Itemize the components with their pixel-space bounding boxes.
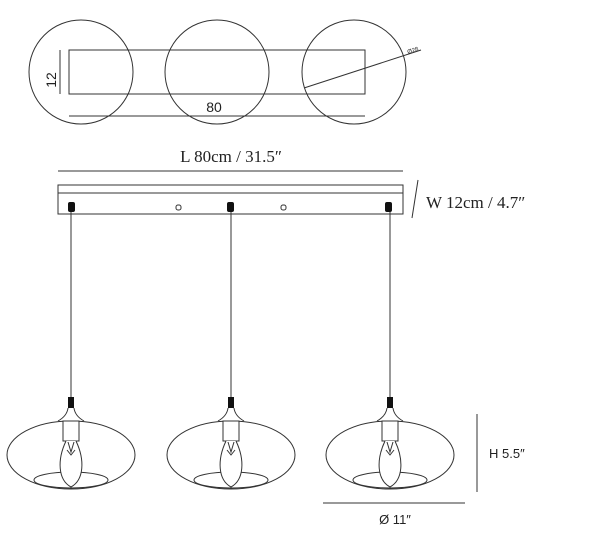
top-width-label: 12 (43, 72, 59, 88)
screw-right (280, 204, 287, 211)
width-slash (411, 179, 419, 219)
filament (385, 441, 395, 456)
shade-outline-right (301, 19, 407, 125)
front-view: L 80cm / 31.5″ W 12cm / 4.7″ H 5.5″ Ø 11… (6, 147, 525, 527)
shade-outline-left (28, 19, 134, 125)
width-label: W 12cm / 4.7″ (426, 193, 525, 212)
screw-left (175, 204, 182, 211)
socket (222, 420, 240, 442)
cord-grip-center (227, 202, 234, 212)
neck (217, 407, 245, 422)
filament (66, 441, 76, 456)
height-label: H 5.5″ (489, 446, 525, 461)
filament (226, 441, 236, 456)
diameter-leader-line (303, 49, 422, 89)
pendant-left (6, 212, 136, 490)
neck (57, 407, 85, 422)
socket (381, 420, 399, 442)
bulb (59, 440, 83, 488)
socket (62, 420, 80, 442)
length-label: L 80cm / 31.5″ (180, 147, 282, 166)
pendant-center (166, 212, 296, 490)
diameter-label: Ø 11″ (379, 512, 411, 527)
canopy-outline (68, 49, 366, 95)
top-view: 12 80 Ø28 (28, 19, 422, 125)
pendant-right (325, 212, 455, 490)
cap (387, 397, 393, 408)
cord-grip-left (68, 202, 75, 212)
top-length-label: 80 (206, 99, 222, 115)
cap (68, 397, 74, 408)
neck (376, 407, 404, 422)
cap (228, 397, 234, 408)
bulb (378, 440, 402, 488)
top-diameter-label: Ø28 (407, 46, 420, 55)
cord-grip-right (385, 202, 392, 212)
bulb (219, 440, 243, 488)
shade-outline-center (164, 19, 270, 125)
